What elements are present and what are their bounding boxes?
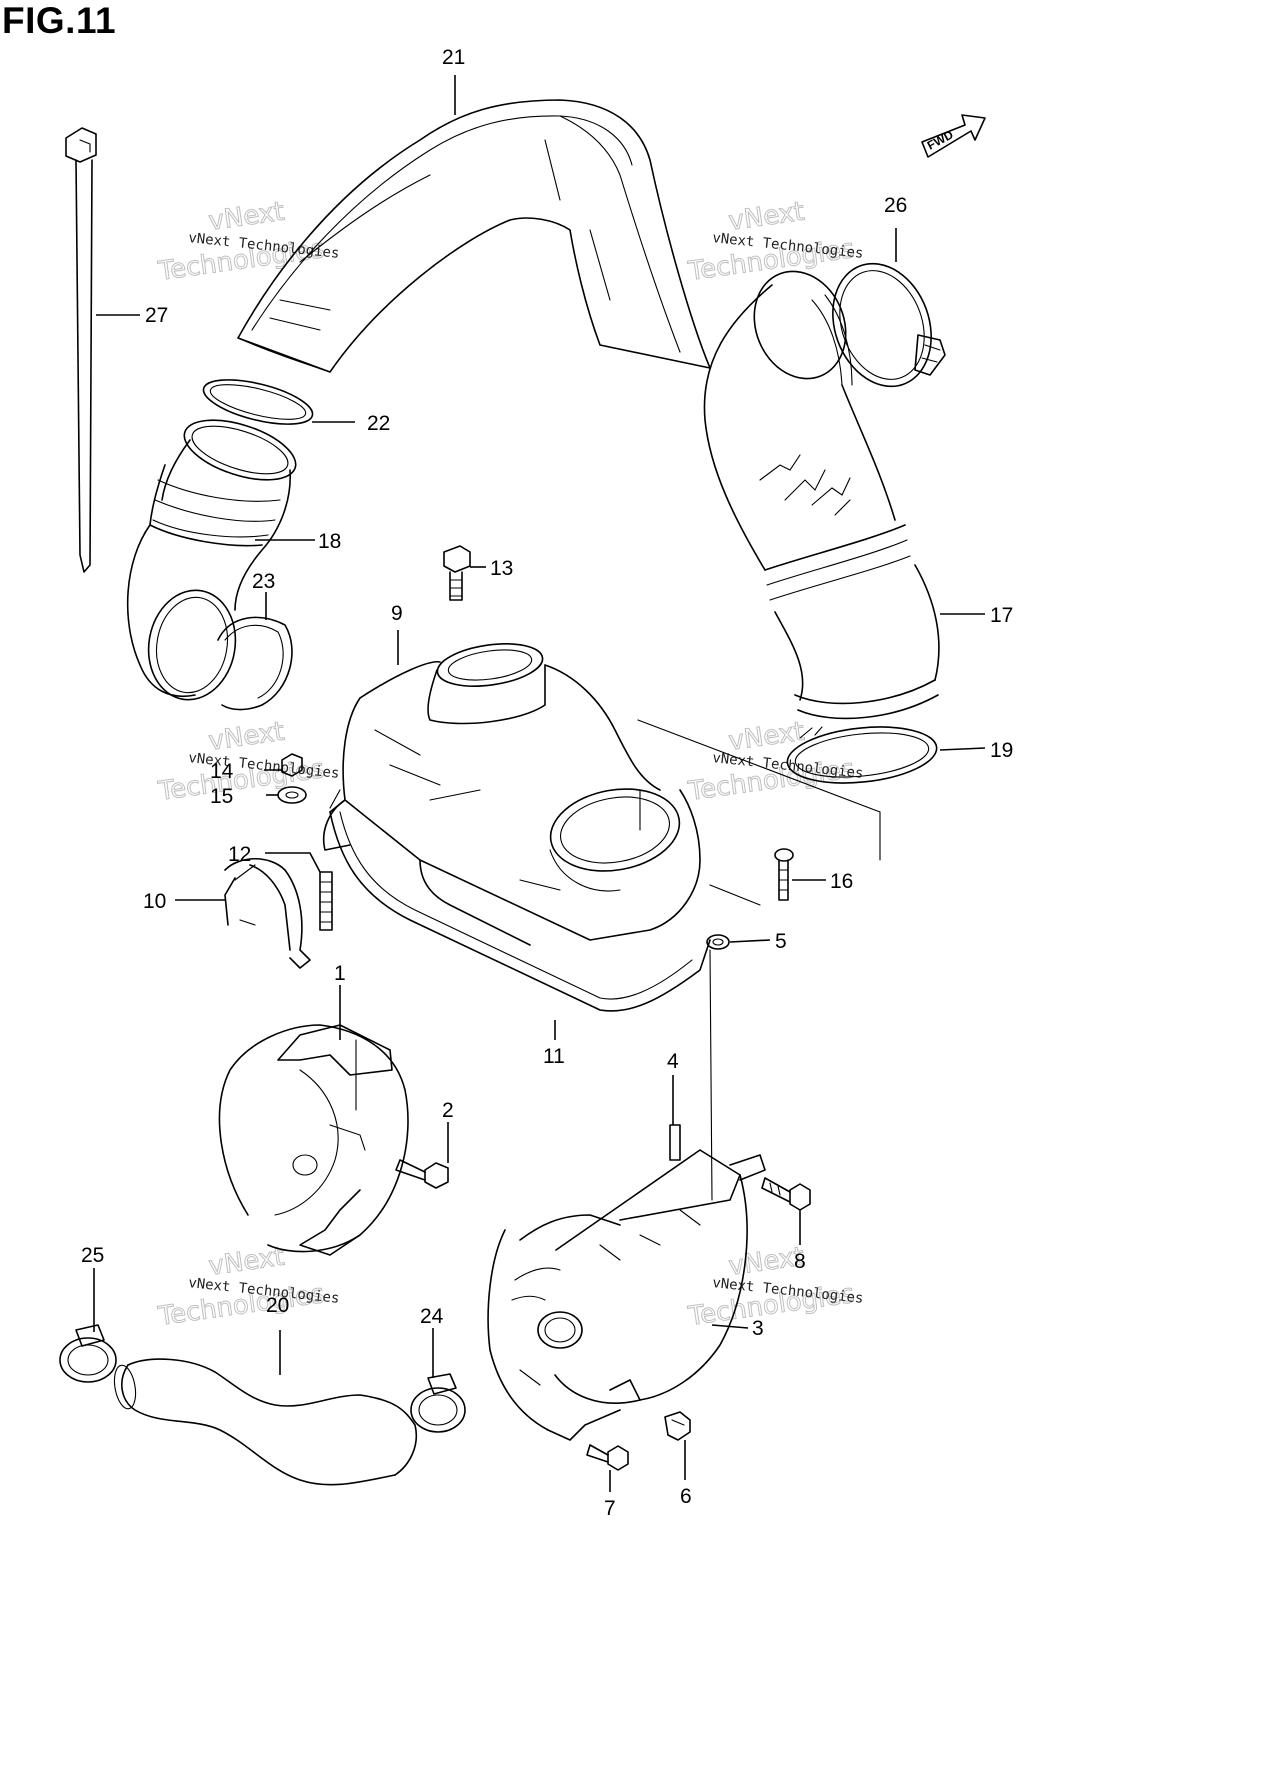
callout-21: 21 (442, 46, 465, 69)
callout-18: 18 (318, 530, 341, 553)
part-26-clamp (832, 262, 946, 388)
watermark-top-left: vNext Technologies vNext Technologies (155, 196, 340, 287)
svg-text:vNext: vNext (727, 717, 806, 757)
part-23-clamp (147, 589, 293, 711)
part-19-hose-clamp (786, 726, 938, 784)
figure-title: FIG.11 (2, 0, 117, 41)
part-27-cable-tie (65, 127, 97, 573)
callout-5: 5 (775, 930, 787, 953)
watermark-mid-right: vNext Technologies vNext Technologies (685, 716, 864, 807)
part-20-drain-hose (113, 1358, 417, 1486)
callout-4: 4 (667, 1050, 679, 1073)
callout-20: 20 (266, 1294, 289, 1317)
callout-numbers: 21 27 22 18 23 13 9 26 17 19 14 15 12 10… (81, 46, 1013, 1520)
part-17-large-hose (703, 270, 940, 720)
callout-26: 26 (884, 194, 907, 217)
callout-12: 12 (228, 843, 251, 866)
part-11-gasket (329, 799, 711, 1012)
callout-11: 11 (543, 1045, 565, 1068)
part-16-screw (774, 848, 794, 901)
part-15-washer (277, 786, 307, 804)
part-3-air-box-case (487, 1149, 766, 1441)
part-12-stud (319, 871, 333, 931)
callout-7: 7 (604, 1497, 616, 1520)
part-22-clamp-ring (202, 379, 314, 425)
part-25-hose-clamp (59, 1324, 117, 1383)
svg-text:vNext: vNext (207, 197, 286, 237)
callout-14: 14 (210, 760, 234, 783)
part-4-stud (669, 1124, 681, 1161)
part-18-elbow-hose (126, 419, 297, 697)
callout-10: 10 (143, 890, 166, 913)
callout-16: 16 (830, 870, 853, 893)
callout-22: 22 (367, 412, 390, 435)
callout-19: 19 (990, 739, 1013, 762)
part-1-filter-element (218, 1024, 409, 1256)
callout-2: 2 (442, 1099, 454, 1122)
watermark-mid-left: vNext Technologies vNext Technologies (155, 716, 340, 807)
callout-13: 13 (490, 557, 513, 580)
svg-text:vNext: vNext (727, 197, 806, 237)
leader-lines (93, 75, 986, 1492)
svg-text:vNext: vNext (207, 717, 286, 757)
callout-3: 3 (752, 1317, 764, 1340)
callout-8: 8 (794, 1250, 806, 1273)
callout-17: 17 (990, 604, 1013, 627)
part-7-screw (586, 1444, 629, 1471)
callout-24: 24 (420, 1305, 444, 1328)
callout-27: 27 (145, 304, 168, 327)
part-8-screw (761, 1177, 811, 1211)
part-2-bolt (395, 1159, 449, 1189)
part-24-hose-clamp (410, 1373, 466, 1433)
watermark-top-right: vNext Technologies vNext Technologies (685, 196, 864, 287)
watermark-bottom-left: vNext Technologies vNext Technologies (155, 1241, 340, 1332)
callout-9: 9 (391, 602, 403, 625)
watermark-bottom-right: vNext Technologies vNext Technologies (685, 1241, 864, 1332)
callout-1: 1 (334, 962, 346, 985)
callout-23: 23 (252, 570, 275, 593)
callout-25: 25 (81, 1244, 104, 1267)
part-5-washer (706, 934, 730, 950)
part-21-intake-duct (237, 99, 711, 373)
callout-6: 6 (680, 1485, 692, 1508)
callout-15: 15 (210, 785, 233, 808)
fwd-direction-arrow: FWD (921, 114, 986, 158)
part-13-bolt (443, 545, 471, 601)
part-9-air-box-cover (323, 643, 701, 946)
part-10-bracket (224, 858, 311, 969)
part-14-nut (281, 753, 303, 777)
part-6-drain-cap (664, 1411, 691, 1441)
